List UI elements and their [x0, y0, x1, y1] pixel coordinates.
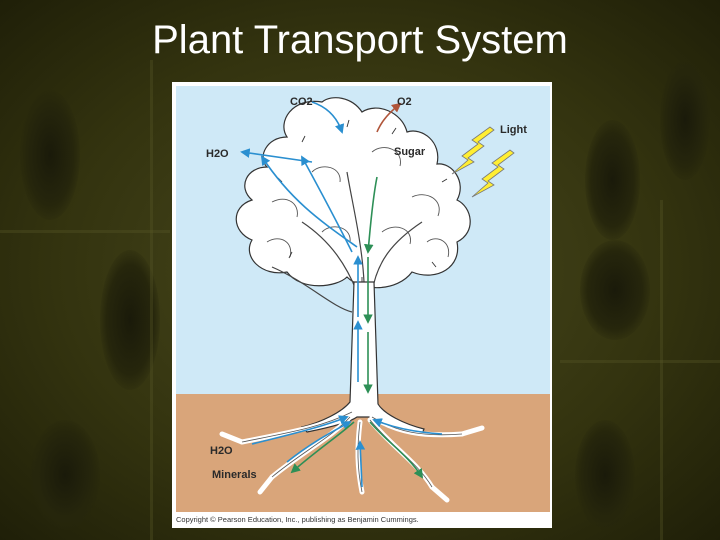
background-cell — [100, 250, 160, 390]
slide-title: Plant Transport System — [152, 18, 568, 62]
background-cell — [580, 240, 650, 340]
background-cell — [30, 420, 100, 530]
background-wall — [560, 360, 720, 363]
o2-label: O2 — [397, 96, 412, 108]
background-wall — [150, 60, 153, 540]
h2o-top-label: H2O — [206, 148, 229, 160]
background-cell — [575, 420, 635, 530]
background-cell — [660, 60, 710, 180]
xylem-arrows — [240, 148, 443, 488]
minerals-label: Minerals — [212, 469, 257, 481]
tree-diagram — [176, 86, 550, 512]
sugar-label: Sugar — [394, 146, 426, 158]
co2-label: CO2 — [290, 96, 313, 108]
tree-canopy — [235, 97, 471, 289]
light-bolts — [451, 126, 515, 198]
background-wall — [660, 200, 663, 540]
co2-arrow — [311, 101, 345, 134]
o2-arrow — [376, 102, 402, 133]
background-wall — [0, 230, 170, 233]
copyright-notice: Copyright © Pearson Education, Inc., pub… — [176, 515, 419, 524]
phloem-arrows — [290, 176, 424, 479]
h2o-bottom-label: H2O — [210, 445, 233, 457]
background-cell — [585, 120, 640, 240]
background-cell — [20, 90, 80, 220]
plant-transport-figure: CO2 O2 Light H2O Sugar H2O Minerals — [172, 82, 552, 528]
light-label: Light — [500, 124, 527, 136]
